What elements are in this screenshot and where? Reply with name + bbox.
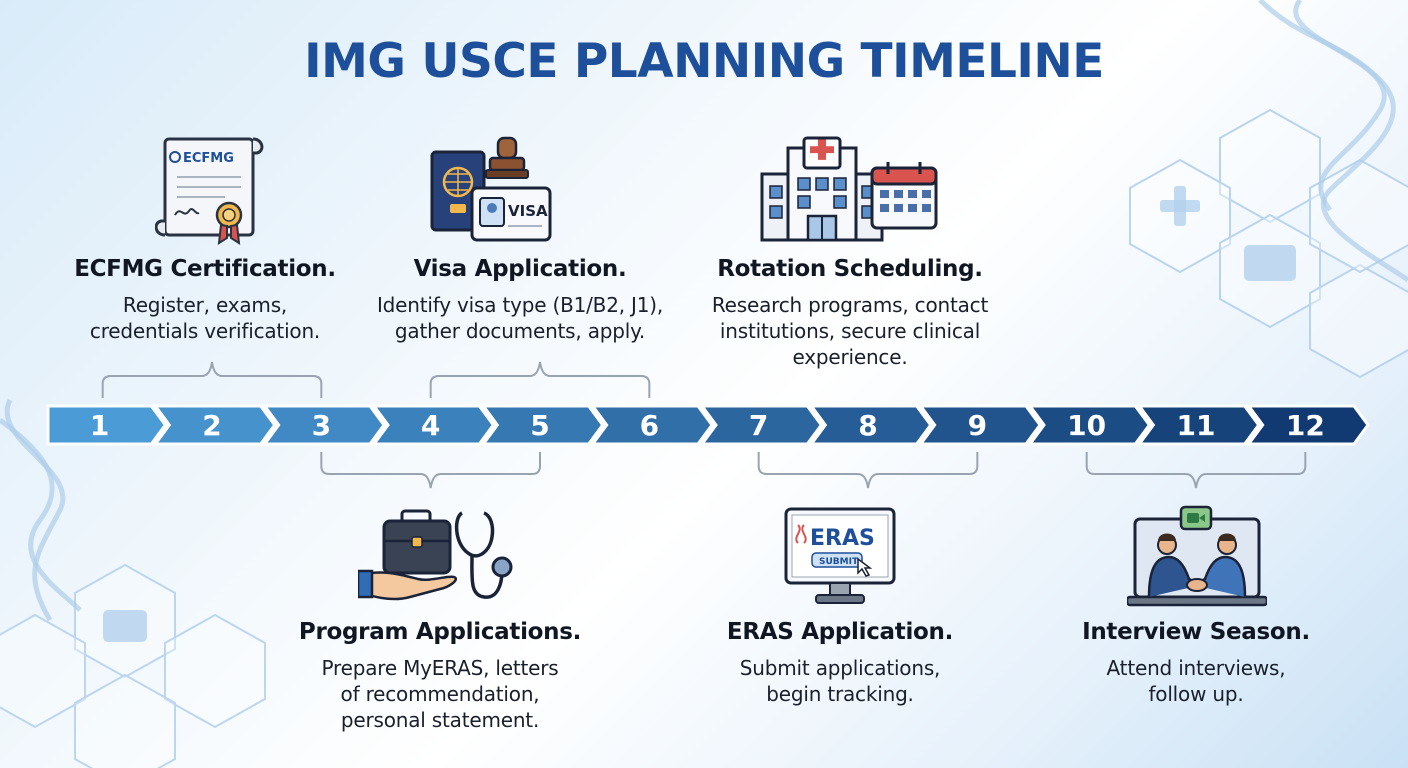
bracket-top-1 bbox=[101, 361, 323, 398]
step-description: Research programs, contact institutions,… bbox=[711, 293, 989, 369]
step-title: ERAS Application. bbox=[726, 619, 954, 645]
certificate-icon: ECFMG bbox=[155, 137, 264, 245]
timeline-month-label: 9 bbox=[968, 409, 987, 442]
timeline-segment-8 bbox=[808, 404, 933, 446]
timeline-segment-1 bbox=[46, 404, 168, 446]
step-description: Attend interviews, follow up. bbox=[1106, 656, 1286, 706]
briefcase-stethoscope-icon bbox=[358, 509, 513, 601]
eras-label: ERAS bbox=[810, 526, 875, 551]
timeline-month-label: 4 bbox=[421, 409, 440, 442]
step-title: Visa Application. bbox=[413, 256, 627, 282]
timeline-month-label: 8 bbox=[858, 409, 877, 442]
step-title: Interview Season. bbox=[1082, 619, 1310, 645]
step-description: Register, exams, credentials verificatio… bbox=[89, 293, 321, 343]
page-title: IMG USCE PLANNING TIMELINE bbox=[304, 34, 1104, 89]
timeline-segment-11 bbox=[1136, 404, 1261, 446]
step-program-applications: Program Applications. Prepare MyERAS, le… bbox=[280, 505, 600, 745]
step-title: Program Applications. bbox=[298, 619, 582, 645]
timeline-segment-4 bbox=[371, 404, 496, 446]
timeline-month-label: 10 bbox=[1067, 409, 1106, 442]
passport-visa-icon: VISA bbox=[430, 136, 552, 242]
bracket-top-2 bbox=[429, 361, 651, 398]
step-description: Submit applications, begin tracking. bbox=[739, 656, 941, 706]
video-interview-icon bbox=[1127, 505, 1267, 607]
step-rotation-scheduling: Rotation Scheduling. Research programs, … bbox=[690, 130, 1010, 380]
step-eras-application: ERAS SUBMIT ERAS Application. Submit app… bbox=[690, 505, 990, 725]
timeline-segment-7 bbox=[699, 404, 824, 446]
timeline-month-label: 2 bbox=[202, 409, 221, 442]
timeline-segment-6 bbox=[589, 404, 714, 446]
step-ecfmg-certification: ECFMG ECFMG Certification. Register, exa… bbox=[60, 130, 350, 350]
step-visa-application: VISA Visa Application. Identify visa typ… bbox=[365, 130, 675, 350]
timeline-segment-9 bbox=[917, 404, 1042, 446]
bracket-bottom-1 bbox=[320, 452, 541, 489]
eras-monitor-icon: ERAS SUBMIT bbox=[784, 507, 896, 604]
timeline-segment-3 bbox=[261, 404, 386, 446]
timeline-segment-10 bbox=[1027, 404, 1152, 446]
step-title: ECFMG Certification. bbox=[74, 256, 336, 282]
step-title: Rotation Scheduling. bbox=[717, 256, 983, 282]
timeline-segment-12 bbox=[1245, 404, 1370, 446]
timeline-month-label: 3 bbox=[312, 409, 331, 442]
submit-button-label: SUBMIT bbox=[819, 557, 859, 567]
timeline-month-label: 6 bbox=[640, 409, 659, 442]
timeline-month-label: 12 bbox=[1286, 409, 1325, 442]
step-description: Identify visa type (B1/B2, J1), gather d… bbox=[376, 293, 664, 343]
timeline-month-label: 5 bbox=[530, 409, 549, 442]
hospital-calendar-icon bbox=[760, 136, 938, 242]
timeline-month-label: 7 bbox=[749, 409, 768, 442]
bracket-bottom-3 bbox=[1085, 452, 1307, 489]
visa-label: VISA bbox=[508, 202, 548, 220]
timeline-segment-5 bbox=[480, 404, 605, 446]
bracket-bottom-2 bbox=[757, 452, 979, 489]
timeline-segment-2 bbox=[152, 404, 277, 446]
timeline-month-label: 11 bbox=[1177, 409, 1216, 442]
step-description: Prepare MyERAS, letters of recommendatio… bbox=[321, 656, 559, 732]
step-interview-season: Interview Season. Attend interviews, fol… bbox=[1050, 505, 1342, 725]
certificate-label: ECFMG bbox=[183, 151, 234, 166]
timeline-month-label: 1 bbox=[90, 409, 109, 442]
